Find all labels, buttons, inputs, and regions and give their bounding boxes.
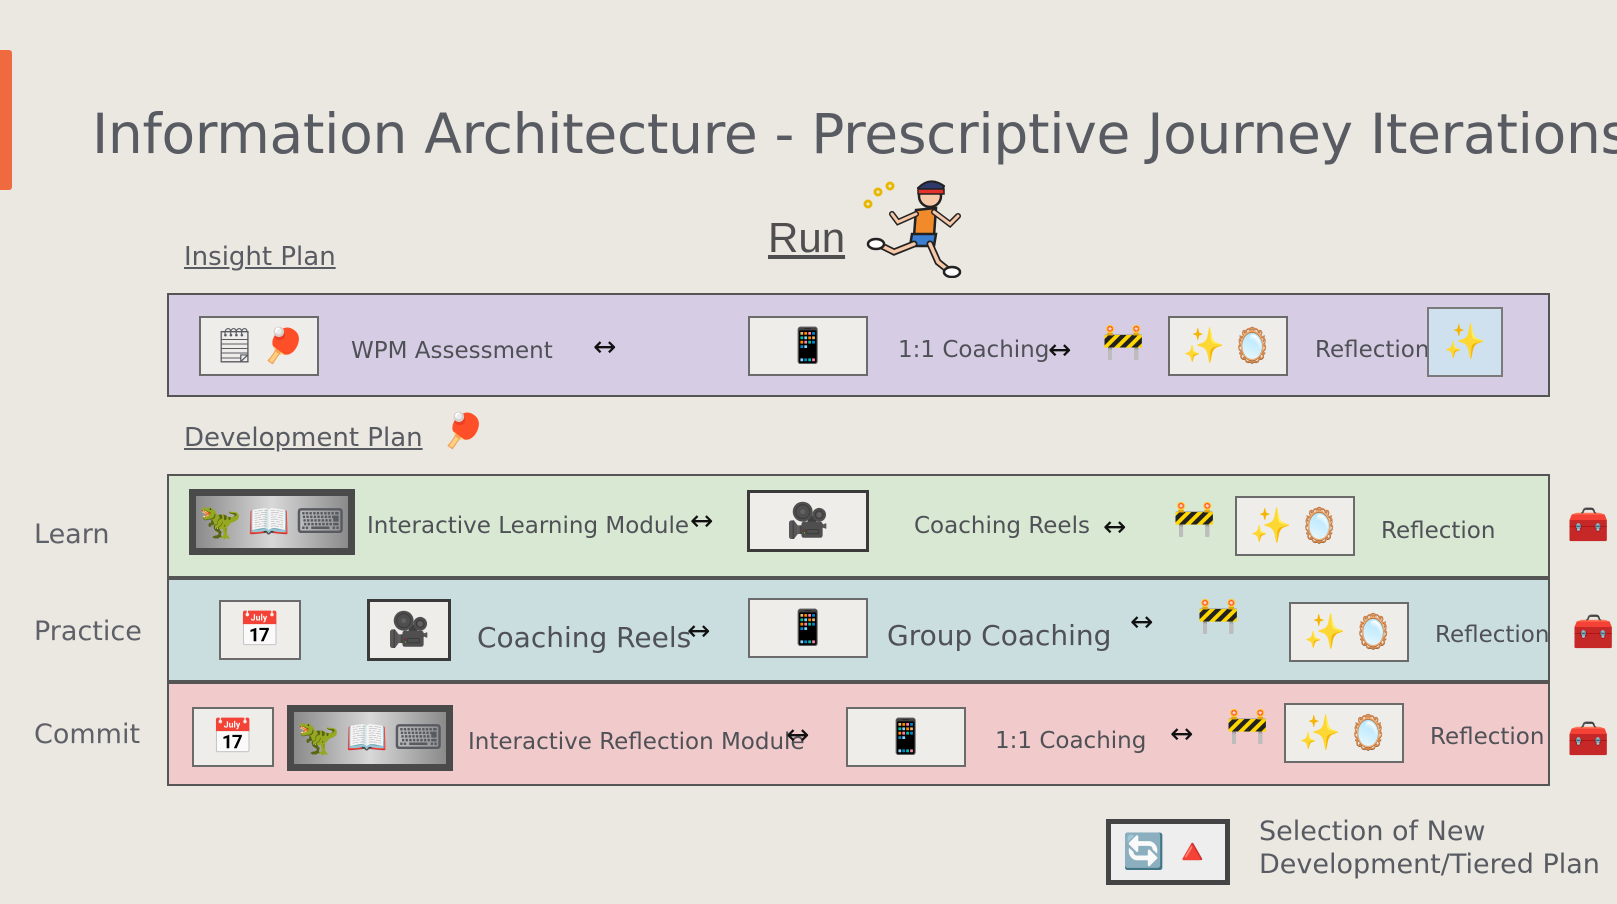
sparkles-icon: ✨	[1299, 716, 1341, 750]
legend-text: Selection of New Development/Tiered Plan	[1259, 815, 1609, 881]
calendar-icon: 📅	[212, 720, 254, 754]
insight-plan-label: Insight Plan	[184, 242, 336, 272]
learning-module-box[interactable]: 🦖 📖 ⌨	[189, 489, 355, 555]
runner-icon	[858, 178, 968, 278]
reflection-box[interactable]: ✨ 🪞	[1284, 703, 1404, 763]
toolbox-icon[interactable]: 🧰	[1567, 722, 1609, 756]
bidirectional-arrow: ↔	[690, 504, 713, 537]
wpm-assessment-label: WPM Assessment	[351, 338, 553, 364]
keyboard-icon: ⌨	[394, 721, 443, 755]
roadblock-icon: 🚧	[1173, 502, 1215, 536]
reflection-box[interactable]: ✨ 🪞	[1168, 316, 1288, 376]
coaching-phone-box[interactable]: 📱	[846, 707, 966, 767]
bidirectional-arrow: ↔	[1048, 333, 1071, 366]
phone-icon: 📱	[787, 611, 829, 645]
roadblock-icon: 🚧	[1226, 709, 1268, 743]
calendar-box[interactable]: 📅	[192, 707, 274, 767]
practice-reels-label: Coaching Reels	[477, 621, 691, 654]
ping-pong-icon: 🏓	[442, 414, 484, 448]
mirror-icon: 🪞	[1298, 509, 1340, 543]
bidirectional-arrow: ↔	[1103, 510, 1126, 543]
insight-coaching-label: 1:1 Coaching	[898, 337, 1049, 363]
toolbox-icon[interactable]: 🧰	[1567, 508, 1609, 542]
mirror-icon: 🪞	[1231, 329, 1273, 363]
calendar-icon: 📅	[239, 613, 281, 647]
dinosaur-icon: 🦖	[297, 721, 339, 755]
phone-icon: 📱	[787, 329, 829, 363]
practice-group-coaching-label: Group Coaching	[887, 619, 1111, 652]
row-label-learn: Learn	[34, 519, 109, 550]
insight-reflection-label: Reflection	[1315, 337, 1429, 363]
coaching-reels-box[interactable]: 🎥	[747, 490, 869, 552]
coaching-phone-box[interactable]: 📱	[748, 316, 868, 376]
mirror-icon: 🪞	[1347, 716, 1389, 750]
reflection-box[interactable]: ✨ 🪞	[1235, 496, 1355, 556]
sparkles-icon: ✨	[1444, 325, 1486, 359]
run-label: Run	[768, 214, 845, 262]
ping-pong-icon: 🏓	[262, 329, 304, 363]
bidirectional-arrow: ↔	[786, 718, 809, 751]
bidirectional-arrow: ↔	[593, 330, 616, 363]
bidirectional-arrow: ↔	[687, 614, 710, 647]
row-label-practice: Practice	[34, 616, 142, 647]
commit-module-label: Interactive Reflection Module	[468, 729, 805, 755]
reflection-module-box[interactable]: 🦖 📖 ⌨	[287, 705, 453, 771]
commit-coaching-label: 1:1 Coaching	[995, 728, 1146, 754]
book-icon: 📖	[247, 505, 289, 539]
roadblock-icon: 🚧	[1197, 599, 1239, 633]
learn-reels-label: Coaching Reels	[914, 513, 1090, 539]
wpm-assessment-box[interactable]: 🗒 🏓	[199, 316, 319, 376]
row-label-commit: Commit	[34, 719, 140, 750]
phone-icon: 📱	[885, 720, 927, 754]
toolbox-icon[interactable]: 🧰	[1572, 615, 1614, 649]
notepad-icon: 🗒	[213, 329, 256, 363]
motion-mark-icon	[875, 189, 881, 195]
practice-reflection-label: Reflection	[1435, 622, 1549, 648]
mirror-icon: 🪞	[1352, 615, 1394, 649]
reflection-box[interactable]: ✨ 🪞	[1289, 602, 1409, 662]
legend-line-2: Development/Tiered Plan	[1259, 848, 1609, 881]
commit-reflection-label: Reflection	[1430, 724, 1544, 750]
accent-bar	[0, 50, 12, 190]
camera-icon: 🎥	[388, 613, 430, 647]
pyramid-icon: 🔺	[1171, 835, 1213, 869]
dinosaur-icon: 🦖	[199, 505, 241, 539]
refresh-icon: 🔄	[1123, 835, 1165, 869]
page-title: Information Architecture - Prescriptive …	[92, 102, 1617, 166]
motion-mark-icon	[865, 201, 871, 207]
camera-icon: 🎥	[787, 504, 829, 538]
new-plan-selection-box[interactable]: 🔄 🔺	[1106, 819, 1230, 885]
learn-reflection-label: Reflection	[1381, 518, 1495, 544]
learn-module-label: Interactive Learning Module	[367, 513, 689, 539]
motion-mark-icon	[887, 183, 893, 189]
calendar-box[interactable]: 📅	[219, 600, 301, 660]
bidirectional-arrow: ↔	[1130, 605, 1153, 638]
sparkles-icon: ✨	[1183, 329, 1225, 363]
bidirectional-arrow: ↔	[1170, 717, 1193, 750]
roadblock-icon: 🚧	[1102, 325, 1144, 359]
reflection-sparkle-box[interactable]: ✨	[1427, 307, 1503, 377]
coaching-phone-box[interactable]: 📱	[748, 598, 868, 658]
development-plan-label: Development Plan	[184, 423, 423, 453]
book-icon: 📖	[345, 721, 387, 755]
coaching-reels-box[interactable]: 🎥	[367, 599, 451, 661]
keyboard-icon: ⌨	[296, 505, 345, 539]
sparkles-icon: ✨	[1304, 615, 1346, 649]
sparkles-icon: ✨	[1250, 509, 1292, 543]
legend-line-1: Selection of New	[1259, 815, 1609, 848]
